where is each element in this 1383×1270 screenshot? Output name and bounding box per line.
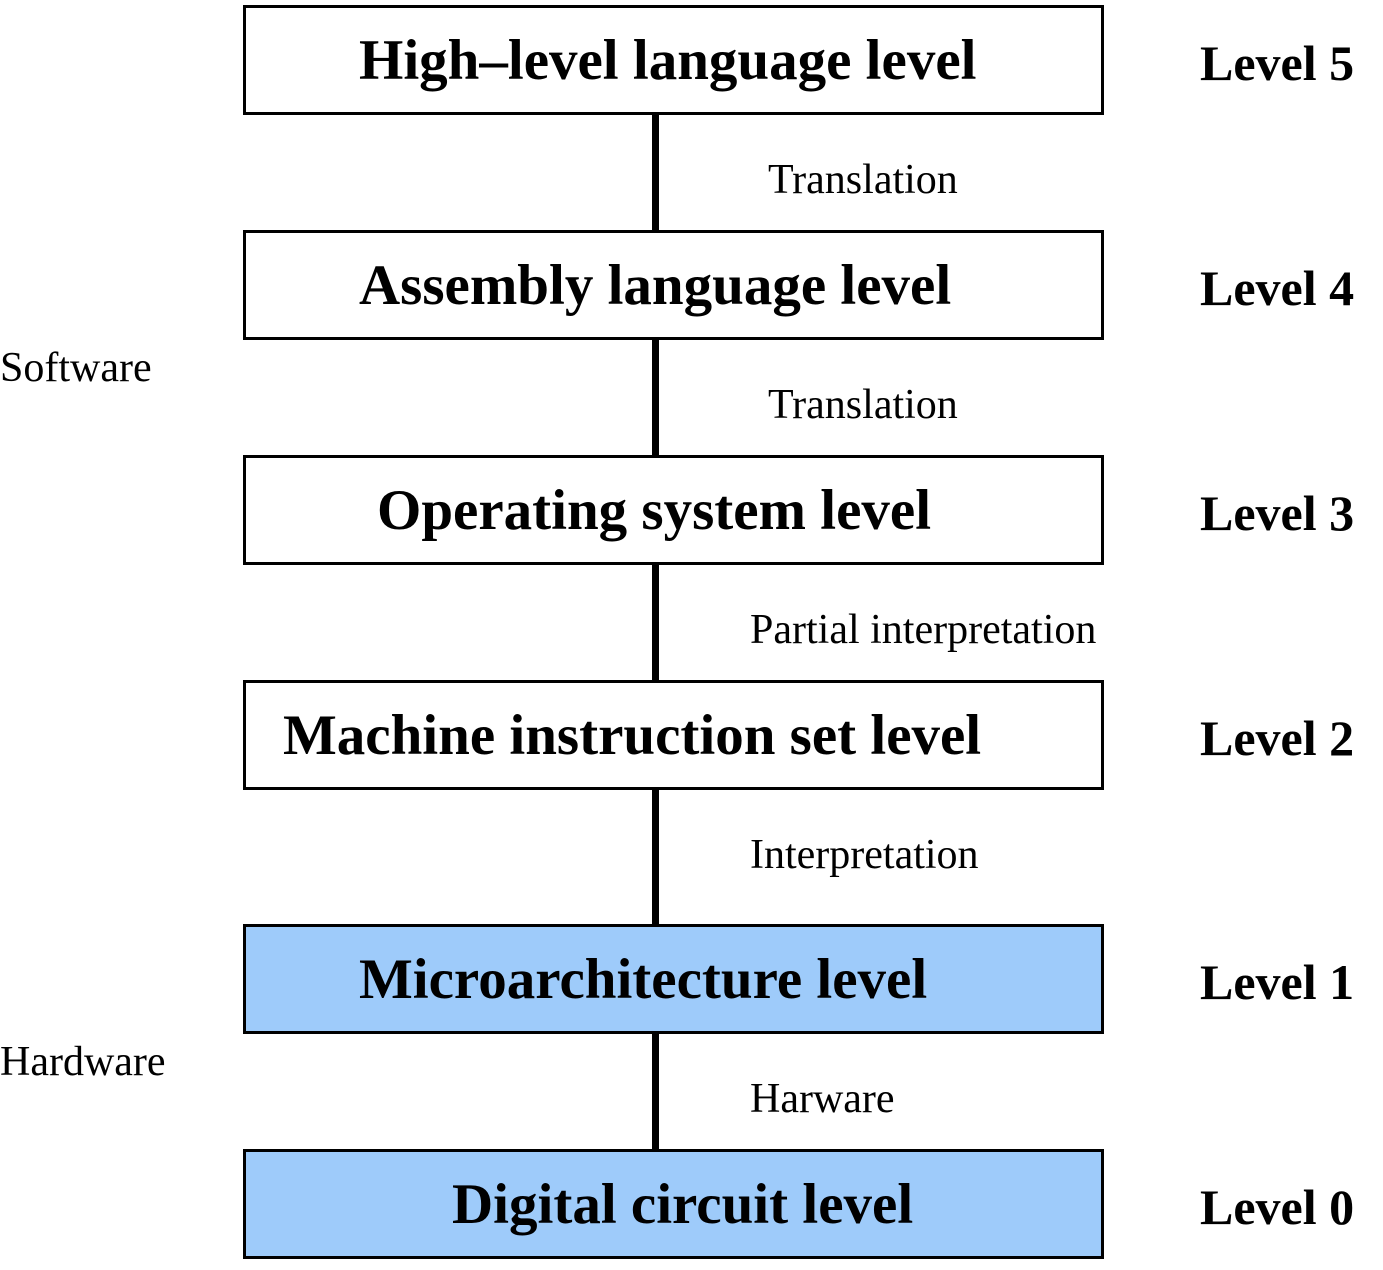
level-4-box: Assembly language level [243, 230, 1104, 340]
level-5-label: Level 5 [1200, 35, 1355, 91]
level-1-label: Level 1 [1200, 954, 1355, 1010]
level-5-box: High–level language level [243, 5, 1104, 115]
software-group-label: Software [0, 345, 152, 391]
level-0-label: Level 0 [1200, 1179, 1355, 1235]
connector-1-0 [652, 1032, 659, 1149]
level-1-title: Microarchitecture level [359, 947, 928, 1011]
transition-label-2-1: Interpretation [750, 832, 979, 878]
level-2-box: Machine instruction set level [243, 680, 1104, 790]
level-5-title: High–level language level [359, 28, 977, 92]
transition-label-4-3: Translation [768, 382, 958, 428]
level-4-title: Assembly language level [359, 253, 952, 317]
level-1-box: Microarchitecture level [243, 924, 1104, 1034]
level-0-title: Digital circuit level [452, 1172, 914, 1236]
transition-label-5-4: Translation [768, 157, 958, 203]
level-4-label: Level 4 [1200, 260, 1355, 316]
connector-3-2 [652, 565, 659, 680]
hardware-group-label: Hardware [0, 1039, 166, 1085]
level-3-label: Level 3 [1200, 485, 1355, 541]
level-2-title: Machine instruction set level [283, 703, 982, 767]
level-2-label: Level 2 [1200, 710, 1355, 766]
level-3-box: Operating system level [243, 455, 1104, 565]
connector-5-4 [652, 115, 659, 230]
transition-label-1-0: Harware [750, 1076, 895, 1122]
transition-label-3-2: Partial interpretation [750, 607, 1097, 653]
connector-4-3 [652, 340, 659, 455]
connector-2-1 [652, 790, 659, 924]
level-3-title: Operating system level [377, 478, 932, 542]
level-0-box: Digital circuit level [243, 1149, 1104, 1259]
